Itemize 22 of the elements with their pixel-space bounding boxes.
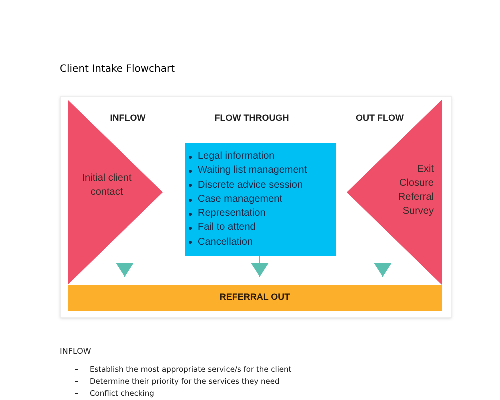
list-item: Case management xyxy=(189,192,336,208)
process-box xyxy=(185,143,336,256)
list-item: Discrete advice session xyxy=(189,178,336,193)
list-item: Fail to attend xyxy=(189,221,336,236)
node-text: Exit xyxy=(417,163,434,177)
arrow xyxy=(251,256,269,278)
column-heading: OUT FLOW xyxy=(356,112,404,125)
node-text: Referral xyxy=(398,191,434,205)
section-heading: INFLOW xyxy=(60,346,92,358)
list-item: Legal information xyxy=(189,150,336,164)
column-heading: FLOW THROUGH xyxy=(214,112,290,125)
process-bar: REFERRAL OUT xyxy=(68,285,442,311)
list-item: Cancellation xyxy=(189,236,336,250)
list-item: Representation xyxy=(189,207,336,222)
title: Client Intake Flowchart xyxy=(60,63,176,77)
list-item: Waiting list management xyxy=(189,164,336,179)
column-heading: INFLOW xyxy=(110,112,146,125)
node-text: Closure xyxy=(400,177,434,191)
node-text: Initial client contact xyxy=(81,172,133,200)
arrow xyxy=(374,263,392,278)
arrow xyxy=(116,263,134,278)
node-text: Survey xyxy=(402,205,434,219)
